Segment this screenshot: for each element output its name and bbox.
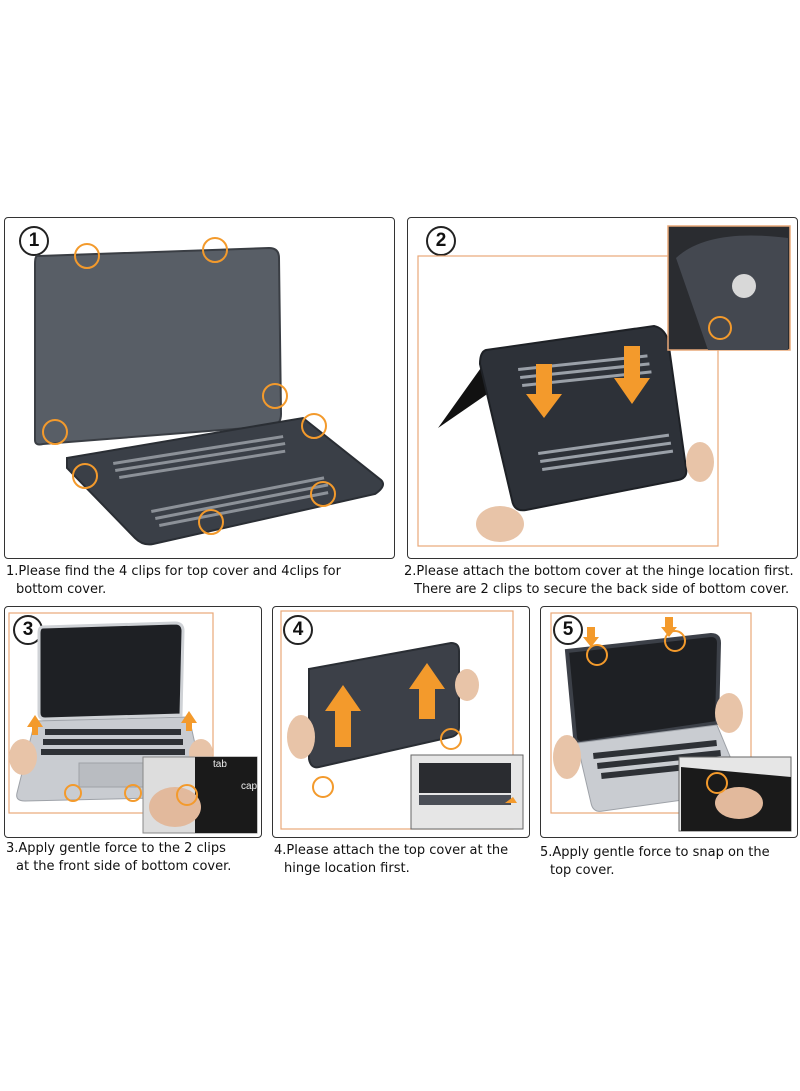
step-1-illustration <box>34 237 384 546</box>
step-4-panel: 4 <box>272 606 530 838</box>
step-3-caption: 3.Apply gentle force to the 2 clips at t… <box>6 840 262 876</box>
step-2-panel: 2 <box>407 217 798 559</box>
arrow-up-icon <box>27 715 43 735</box>
bottom-cover <box>66 416 384 546</box>
step-2-illustration <box>417 225 791 547</box>
hand-left <box>476 506 524 542</box>
arrow-up-icon <box>181 711 197 731</box>
step-5-illustration <box>550 612 792 832</box>
step-1-caption: 1.Please find the 4 clips for top cover … <box>6 563 396 599</box>
clip-marker-icon <box>440 728 462 750</box>
bottom-cover-vents <box>112 435 329 527</box>
step-4-caption-line2: hinge location first. <box>284 861 410 876</box>
top-cover <box>34 246 283 446</box>
clip-marker-icon <box>664 630 686 652</box>
arrow-down-icon <box>526 346 650 418</box>
step-3-illustration <box>8 612 258 834</box>
clip-marker-icon <box>586 644 608 666</box>
clip-marker-icon <box>42 237 336 535</box>
arrow-up-icon <box>325 663 445 747</box>
step-3-panel: 3 tab cap <box>4 606 262 838</box>
step-4-caption: 4.Please attach the top cover at the hin… <box>274 842 530 878</box>
step-2-caption: 2.Please attach the bottom cover at the … <box>404 563 800 599</box>
step-2-number: 2 <box>426 226 456 256</box>
step-1-caption-line1: 1.Please find the 4 clips for top cover … <box>6 564 341 579</box>
step-3-caption-line1: 3.Apply gentle force to the 2 clips <box>6 841 226 856</box>
step-2-caption-line1: 2.Please attach the bottom cover at the … <box>404 564 794 579</box>
key-caps-label: cap <box>241 781 258 792</box>
bottom-cover <box>478 324 688 512</box>
step-5-caption: 5.Apply gentle force to snap on the top … <box>540 844 796 880</box>
step-4-caption-line1: 4.Please attach the top cover at the <box>274 843 509 858</box>
step-1-number: 1 <box>19 226 49 256</box>
clip-marker-icon <box>64 784 82 802</box>
step-5-number: 5 <box>553 615 583 645</box>
clip-marker-icon <box>708 316 732 340</box>
step-3-caption-line2: at the front side of bottom cover. <box>16 859 232 874</box>
clip-marker-icon <box>124 784 142 802</box>
step-5-panel: 5 <box>540 606 798 838</box>
step-5-caption-line1: 5.Apply gentle force to snap on the <box>540 845 770 860</box>
key-tab-label: tab <box>213 759 227 770</box>
step-2-caption-line2: There are 2 clips to secure the back sid… <box>414 582 790 597</box>
step-5-caption-line2: top cover. <box>550 863 615 878</box>
step-4-illustration <box>280 610 524 830</box>
hand-right <box>686 442 714 482</box>
step-1-panel: 1 <box>4 217 395 559</box>
step-1-caption-line2: bottom cover. <box>16 582 107 597</box>
clip-marker-icon <box>312 776 334 798</box>
step-4-number: 4 <box>283 615 313 645</box>
